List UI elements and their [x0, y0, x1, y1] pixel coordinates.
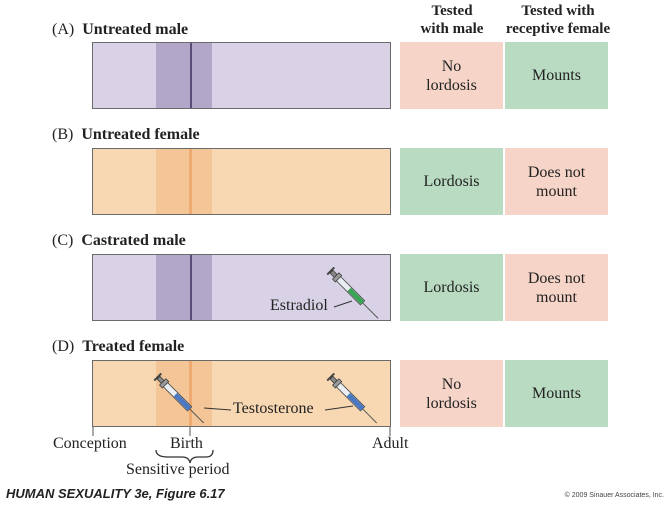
testosterone-leader-line-left — [203, 407, 232, 411]
row-c-development-bar — [92, 254, 391, 321]
column-header-with-female: Tested with receptive female — [496, 2, 620, 38]
row-a-title: Untreated male — [82, 21, 189, 38]
row-a-result-with-female: Mounts — [505, 42, 608, 109]
sensitive-period-band — [156, 361, 212, 426]
result-line: mount — [536, 182, 577, 200]
estradiol-label: Estradiol — [270, 297, 328, 314]
sensitive-period-band — [156, 255, 212, 320]
axis-birth-label: Birth — [170, 435, 203, 452]
column-header-with-male-line2: with male — [420, 21, 484, 37]
syringe-icon — [326, 372, 378, 424]
row-b-development-bar — [92, 148, 391, 215]
birth-line — [190, 43, 192, 108]
figure-credit: HUMAN SEXUALITY 3e, Figure 6.17 — [6, 486, 225, 501]
row-d-development-bar — [92, 360, 391, 427]
axis-conception-label: Conception — [53, 435, 127, 452]
result-line: Mounts — [532, 67, 581, 84]
birth-line — [189, 361, 192, 426]
birth-line — [189, 149, 192, 214]
result-line: Does not — [527, 269, 586, 287]
result-line: Mounts — [532, 385, 581, 402]
copyright-notice: © 2009 Sinauer Associates, Inc. — [564, 492, 664, 499]
row-a-letter: (A) — [52, 21, 75, 38]
result-line: No — [441, 375, 462, 393]
column-header-with-female-line1: Tested with — [521, 3, 595, 19]
result-line: Does not — [527, 163, 586, 181]
result-line: Lordosis — [423, 173, 480, 190]
row-c-title: Castrated male — [81, 232, 186, 249]
axis-adult-label: Adult — [372, 435, 409, 452]
row-b-result-with-male: Lordosis — [400, 148, 503, 215]
estradiol-leader-line — [333, 300, 353, 308]
testosterone-label: Testosterone — [233, 400, 314, 417]
result-line: lordosis — [426, 394, 477, 412]
column-header-with-female-line2: receptive female — [505, 21, 611, 37]
brace-icon — [155, 449, 214, 464]
result-line: Lordosis — [423, 279, 480, 296]
sensitive-period-band — [156, 149, 212, 214]
row-d-label: (D) Treated female — [52, 338, 184, 356]
testosterone-fluid — [173, 392, 192, 411]
row-b-title: Untreated female — [81, 126, 200, 143]
result-line: No — [441, 57, 462, 75]
row-b-label: (B) Untreated female — [52, 126, 200, 144]
syringe-icon — [326, 266, 379, 319]
column-header-with-male-line1: Tested — [431, 3, 473, 19]
estradiol-fluid — [347, 287, 365, 305]
syringe-icon — [153, 372, 205, 424]
testosterone-leader-line-right — [324, 405, 354, 411]
row-b-letter: (B) — [52, 126, 74, 143]
sensitive-period-band — [156, 43, 212, 108]
row-c-result-with-male: Lordosis — [400, 254, 503, 321]
column-header-with-male: Tested with male — [404, 2, 500, 38]
result-line: mount — [536, 288, 577, 306]
row-c-label: (C) Castrated male — [52, 232, 186, 250]
row-d-title: Treated female — [82, 338, 185, 355]
birth-line — [190, 255, 192, 320]
row-d-letter: (D) — [52, 338, 75, 355]
row-c-letter: (C) — [52, 232, 74, 249]
sensitive-period-label: Sensitive period — [126, 461, 230, 478]
row-a-label: (A) Untreated male — [52, 21, 188, 39]
row-a-development-bar — [92, 42, 391, 109]
row-d-result-with-female: Mounts — [505, 360, 608, 427]
result-line: lordosis — [426, 76, 477, 94]
testosterone-fluid — [346, 392, 365, 411]
